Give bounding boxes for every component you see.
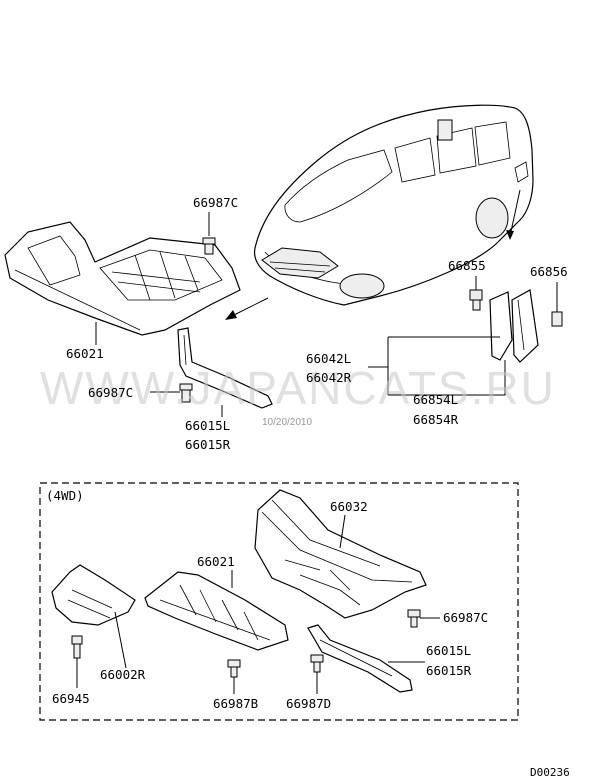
label-66855: 66855	[448, 258, 486, 273]
label-section-4wd: (4WD)	[46, 488, 84, 503]
bolt-66987C-top	[202, 212, 216, 255]
under-cover-66021-bot	[144, 571, 289, 651]
bracket-leaders-66042	[368, 336, 506, 396]
label-66042R: 66042R	[306, 370, 352, 385]
date-stamp: 10/20/2010	[262, 417, 312, 428]
label-66015L-bot: 66015L	[426, 643, 471, 658]
label-66015R-bot: 66015R	[426, 663, 472, 678]
label-66032: 66032	[330, 499, 368, 514]
leader-66002R	[114, 611, 127, 669]
bolt-66987B	[227, 659, 241, 694]
leader-66032	[339, 514, 346, 549]
direction-arrow	[225, 297, 269, 320]
mud-guard-66042	[489, 289, 539, 363]
label-66042L: 66042L	[306, 351, 351, 366]
clip-66856	[551, 282, 563, 327]
bolt-66945	[71, 635, 83, 688]
bolt-66987C-bot	[407, 609, 440, 628]
label-66021-top: 66021	[66, 346, 104, 361]
clip-66855	[469, 276, 483, 311]
diagram-code: D00236	[530, 766, 570, 779]
bracket-66015-top	[177, 327, 273, 409]
under-cover-66021-top	[4, 221, 241, 336]
bolt-66987C-mid	[150, 383, 193, 403]
label-66854R: 66854R	[413, 412, 459, 427]
label-66987B: 66987B	[213, 696, 258, 711]
label-66002R: 66002R	[100, 667, 146, 682]
label-66945: 66945	[52, 691, 90, 706]
label-66015R-top: 66015R	[185, 437, 231, 452]
under-cover-66032	[254, 489, 427, 619]
watermark: WWW.JAPANCATS.RU	[40, 362, 556, 414]
bracket-66015-bot	[307, 624, 413, 693]
label-66856: 66856	[530, 264, 568, 279]
label-66015L-top: 66015L	[185, 418, 230, 433]
bolt-66987D	[310, 654, 324, 694]
label-66021-bot: 66021	[197, 554, 235, 569]
label-66987C-top: 66987C	[193, 195, 238, 210]
vehicle-illustration	[253, 104, 534, 306]
section-4wd-box	[39, 482, 519, 721]
label-66987C-mid: 66987C	[88, 385, 133, 400]
label-66987D: 66987D	[286, 696, 331, 711]
label-66987C-bot: 66987C	[443, 610, 488, 625]
label-66854L: 66854L	[413, 392, 458, 407]
guard-66002R	[51, 564, 136, 626]
